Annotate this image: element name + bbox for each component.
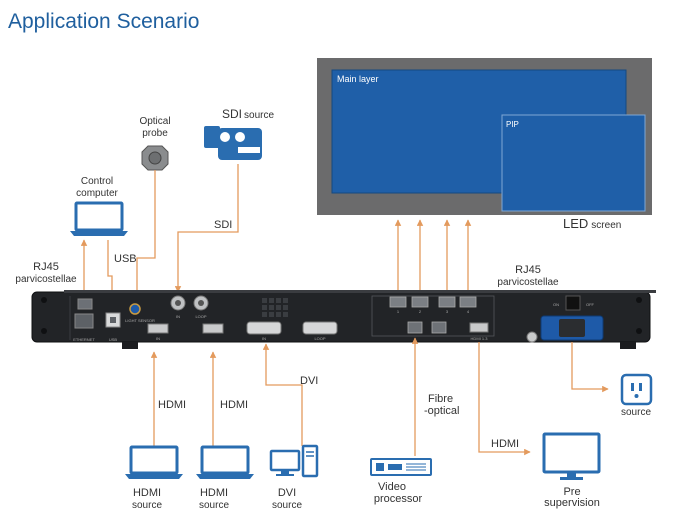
dvi-in-port: [246, 321, 282, 335]
dvi-source-label-2: source: [272, 500, 302, 511]
dvi-loop-label: LOOP: [314, 336, 325, 341]
usb-link-label: USB: [114, 253, 137, 265]
hdmi-link-label-2: HDMI: [220, 399, 248, 411]
output-1-label: 1: [397, 309, 400, 314]
fibre-port-2: [431, 321, 447, 334]
hdmi-out-label: HDMI 1.3: [471, 336, 489, 341]
fibre-optical-label-1: Fibre: [428, 393, 453, 405]
output-port-4: [459, 296, 477, 308]
optical-probe-label-2: probe: [142, 128, 168, 139]
hdmi-source-2-label-1: HDMI: [200, 487, 228, 499]
optical-probe-icon: [141, 145, 169, 171]
pip-window: [501, 114, 646, 212]
power-socket: [540, 315, 604, 341]
hdmi-out-port: [469, 322, 489, 333]
sdi-link-label: SDI: [214, 219, 232, 231]
video-controller-device: [31, 290, 656, 349]
rj45-right-label-1: RJ45: [515, 264, 541, 276]
output-port-2: [411, 296, 429, 308]
ethernet-label: ETHERNET: [73, 337, 95, 342]
output-panel: [371, 295, 495, 337]
pre-supervision-label-2: supervision: [544, 497, 600, 509]
light-sensor-label: LIGHT SENSOR: [125, 318, 155, 323]
ground-screw: [526, 331, 538, 343]
rj45-left-label-2: parvicostellae: [15, 274, 77, 285]
dvi-source-label-1: DVI: [278, 487, 296, 499]
power-switch: [565, 295, 581, 311]
led-screen: Main layer PIP: [317, 58, 652, 215]
hdmi-source-laptop-icon-2: [196, 445, 254, 479]
sdi-loop-port: [193, 295, 209, 311]
sdi-in-label: IN: [176, 314, 180, 319]
light-sensor-port: [129, 303, 141, 315]
sdi-loop-label: LOOP: [195, 314, 206, 319]
control-computer-label-2: computer: [76, 188, 118, 199]
hdmi-link-label-1: HDMI: [158, 399, 186, 411]
switch-on-label: ON: [553, 302, 559, 307]
desktop-computer-icon: [269, 444, 319, 478]
rj45-left-label-1: RJ45: [33, 261, 59, 273]
pip-label: PIP: [506, 120, 519, 129]
hdmi-source-1-label-2: source: [132, 500, 162, 511]
laptop-icon: [70, 201, 128, 236]
sdi-in-port: [170, 295, 186, 311]
ethernet-port: [74, 298, 94, 329]
usb-label: USB: [109, 337, 118, 342]
hdmi-out-link-label: HDMI: [491, 438, 519, 450]
switch-off-label: OFF: [586, 302, 595, 307]
output-4-label: 4: [467, 309, 470, 314]
dvi-link-label: DVI: [300, 375, 318, 387]
hdmi-source-2-label-2: source: [199, 500, 229, 511]
vent-grid: [262, 298, 288, 317]
monitor-icon: [542, 432, 601, 480]
pre-supervision-label-1: Pre: [563, 486, 580, 498]
page-title: Application Scenario: [8, 10, 199, 33]
hdmi-in-port-1: [147, 323, 169, 334]
camera-icon: [204, 126, 262, 160]
video-processor-label-2: processor: [374, 493, 423, 505]
video-processor-label-1: Video: [378, 481, 406, 493]
output-3-label: 3: [446, 309, 449, 314]
hdmi-source-laptop-icon-1: [125, 445, 183, 479]
video-processor-icon: [370, 458, 432, 476]
power-outlet-icon: [620, 373, 653, 406]
dvi-in-label: IN: [262, 336, 266, 341]
usb-port: [105, 312, 121, 328]
output-links: [394, 219, 472, 296]
power-source-label: source: [621, 407, 651, 418]
hdmi-in-label: IN: [156, 336, 160, 341]
output-port-3: [438, 296, 456, 308]
main-layer-label: Main layer: [337, 74, 379, 84]
fibre-port-1: [407, 321, 423, 334]
hdmi-in-port-2: [202, 323, 224, 334]
rj45-right-label-2: parvicostellae: [497, 277, 559, 288]
fibre-optical-label-2: -optical: [424, 405, 459, 417]
hdmi-source-1-label-1: HDMI: [133, 487, 161, 499]
control-computer-label-1: Control: [81, 176, 113, 187]
dvi-loop-port: [302, 321, 338, 335]
output-2-label: 2: [419, 309, 422, 314]
output-port-1: [389, 296, 407, 308]
optical-probe-label-1: Optical: [139, 116, 170, 127]
